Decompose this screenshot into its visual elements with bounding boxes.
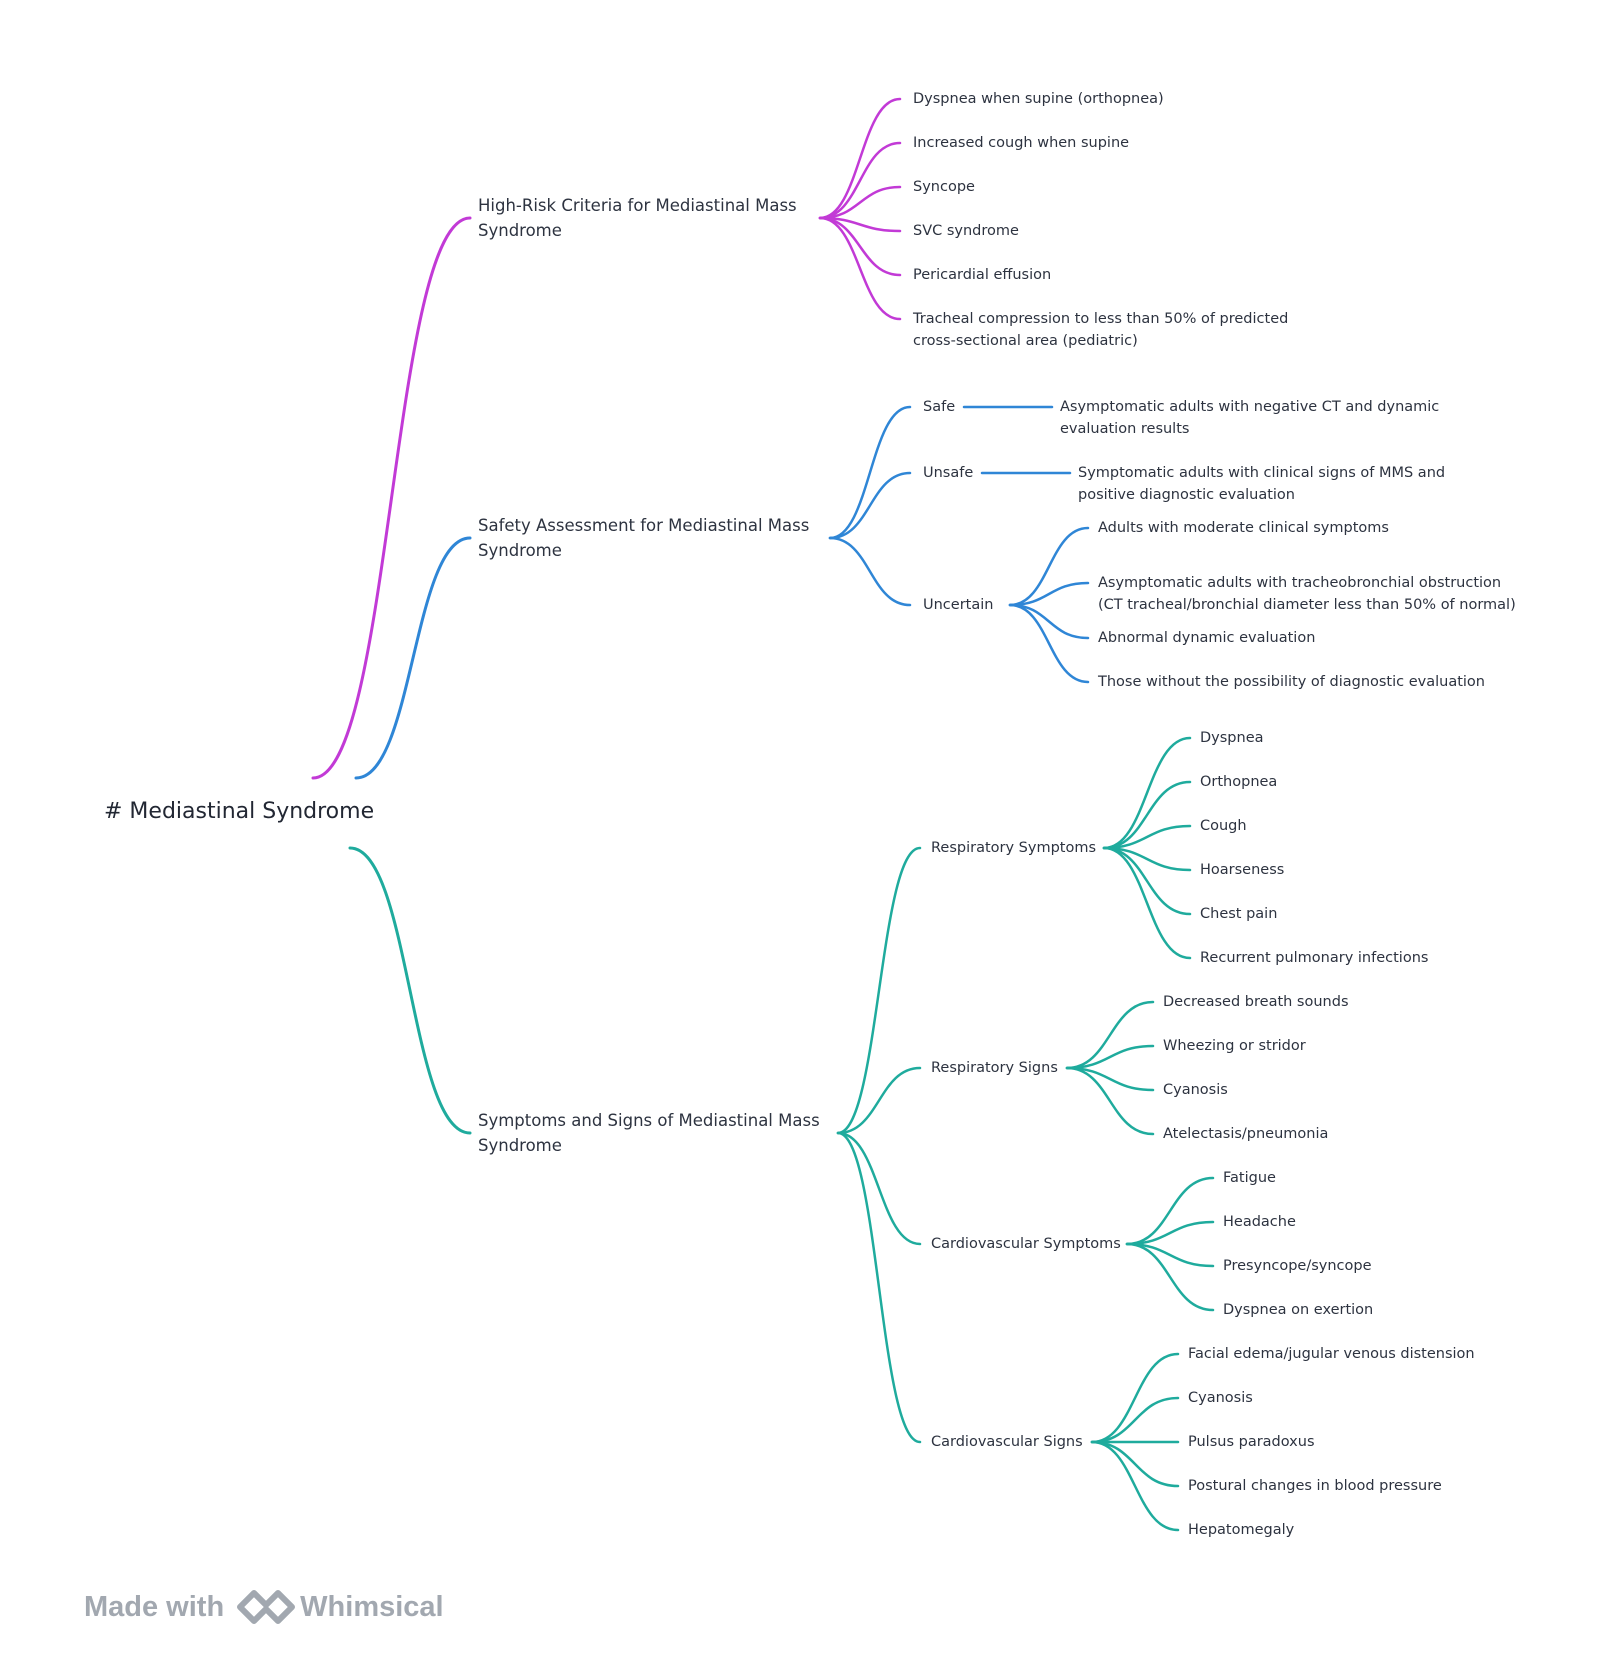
branch-3-group-2-item-2-connector (1065, 1044, 1155, 1070)
branch-3-group-2-label[interactable]: Respiratory Signs (931, 1060, 1058, 1076)
branch-3-group-2-item-1[interactable]: Decreased breath sounds (1163, 994, 1349, 1010)
branch-3-group-1-item-2-connector (1102, 780, 1192, 850)
branch-3-group-4-item-2[interactable]: Cyanosis (1188, 1390, 1253, 1406)
branch-1-item-1[interactable]: Dyspnea when supine (orthopnea) (913, 91, 1164, 107)
branch-3-group-4-item-4-connector (1090, 1440, 1180, 1488)
branch-1-item-2-connector (818, 141, 902, 220)
branch-3-group-1-item-1[interactable]: Dyspnea (1200, 730, 1264, 746)
branch-2-group-3-item-3-connector (1008, 603, 1090, 640)
made-with-whimsical-badge[interactable]: Made with Whimsical (84, 1582, 444, 1632)
branch-3-group-3-item-4-connector (1125, 1242, 1215, 1312)
branch-2-label[interactable]: Safety Assessment for Mediastinal Mass S… (478, 516, 810, 560)
branch-3-group-1-item-3-connector (1102, 824, 1192, 850)
branch-1-connector (311, 216, 472, 780)
branch-2-group-2-connector (828, 471, 912, 540)
branch-3-group-3-label[interactable]: Cardiovascular Symptoms (931, 1236, 1121, 1252)
branch-3-group-1-item-2[interactable]: Orthopnea (1200, 774, 1278, 790)
branch-1-item-2[interactable]: Increased cough when supine (913, 135, 1130, 151)
branch-1-item-1-connector (818, 97, 902, 220)
branch-3-label[interactable]: Symptoms and Signs of Mediastinal Mass S… (478, 1111, 820, 1155)
branch-1-item-3[interactable]: Syncope (913, 179, 975, 195)
branch-2-connector (354, 536, 472, 780)
branch-2-group-1-item-1[interactable]: Asymptomatic adults with negative CT and… (1060, 399, 1440, 437)
branch-3-group-2-item-4[interactable]: Atelectasis/pneumonia (1163, 1126, 1329, 1142)
branch-3-group-4-label[interactable]: Cardiovascular Signs (931, 1434, 1083, 1450)
branch-1-item-6-connector (818, 216, 902, 321)
branch-3-group-1-item-6-connector (1102, 846, 1192, 960)
branch-3-group-2-item-3[interactable]: Cyanosis (1163, 1082, 1228, 1098)
branch-3-group-1-item-4[interactable]: Hoarseness (1200, 862, 1285, 878)
branch-3-group-4-item-5[interactable]: Hepatomegaly (1188, 1522, 1295, 1538)
made-with-text: Made with (84, 1590, 225, 1623)
branch-3-group-1-item-3[interactable]: Cough (1200, 818, 1247, 834)
branch-1-item-6[interactable]: Tracheal compression to less than 50% of… (913, 311, 1289, 349)
branch-2-group-3-item-2[interactable]: Asymptomatic adults with tracheobronchia… (1098, 575, 1516, 613)
branch-2-group-1-connector (828, 405, 912, 540)
branch-3-group-1-connector (836, 846, 922, 1135)
branch-3-group-1-item-1-connector (1102, 736, 1192, 850)
branch-3-group-4-item-5-connector (1090, 1440, 1180, 1532)
branch-1-item-4[interactable]: SVC syndrome (913, 223, 1019, 239)
whimsical-logo-icon (237, 1590, 296, 1624)
branch-3-group-4-item-3[interactable]: Pulsus paradoxus (1188, 1434, 1315, 1450)
branch-1-item-3-connector (818, 185, 902, 220)
branch-3-group-4-item-4[interactable]: Postural changes in blood pressure (1188, 1478, 1442, 1494)
branch-3-group-1-item-5[interactable]: Chest pain (1200, 906, 1278, 922)
branch-3-group-2-item-1-connector (1065, 1000, 1155, 1070)
branch-1-label[interactable]: High-Risk Criteria for Mediastinal Mass … (478, 196, 797, 240)
branch-2-group-2-label[interactable]: Unsafe (923, 465, 974, 481)
branch-2-group-3-connector (828, 536, 912, 607)
branch-2-group-3-label[interactable]: Uncertain (923, 597, 994, 613)
branch-3-group-2-connector (836, 1066, 922, 1135)
branch-3-group-1-label[interactable]: Respiratory Symptoms (931, 840, 1097, 856)
branch-3-group-4-item-1[interactable]: Facial edema/jugular venous distension (1188, 1346, 1475, 1362)
branch-2-group-3-item-3[interactable]: Abnormal dynamic evaluation (1098, 630, 1316, 646)
branch-2-group-3-item-1[interactable]: Adults with moderate clinical symptoms (1098, 520, 1389, 536)
branch-2-group-3-item-2-connector (1008, 581, 1090, 607)
branch-2-group-3-item-4[interactable]: Those without the possibility of diagnos… (1098, 674, 1485, 690)
branch-3-group-3-item-1[interactable]: Fatigue (1223, 1170, 1276, 1186)
branch-3-group-2-item-2[interactable]: Wheezing or stridor (1163, 1038, 1306, 1054)
branch-3-group-4-connector (836, 1131, 922, 1444)
branch-3-group-3-item-2-connector (1125, 1220, 1215, 1246)
branch-3-group-3-item-4[interactable]: Dyspnea on exertion (1223, 1302, 1374, 1318)
branch-2-group-2-item-1[interactable]: Symptomatic adults with clinical signs o… (1078, 465, 1446, 503)
branch-3-group-3-item-2[interactable]: Headache (1223, 1214, 1296, 1230)
branch-3-group-3-connector (836, 1131, 922, 1246)
branch-2-group-1-label[interactable]: Safe (923, 399, 956, 415)
branch-3-group-4-item-1-connector (1090, 1352, 1180, 1444)
root-node[interactable]: # Mediastinal Syndrome (104, 799, 375, 824)
branch-3-group-3-item-3[interactable]: Presyncope/syncope (1223, 1258, 1372, 1274)
branch-3-group-4-item-2-connector (1090, 1396, 1180, 1444)
branch-2-group-3-item-4-connector (1008, 603, 1090, 684)
branch-3-group-1-item-6[interactable]: Recurrent pulmonary infections (1200, 950, 1429, 966)
branch-1-item-5[interactable]: Pericardial effusion (913, 267, 1052, 283)
branch-3-group-3-item-1-connector (1125, 1176, 1215, 1246)
branch-3-group-2-item-4-connector (1065, 1066, 1155, 1136)
branch-2-group-3-item-1-connector (1008, 526, 1090, 607)
whimsical-brand-text: Whimsical (300, 1590, 444, 1623)
branch-3-connector (348, 846, 472, 1135)
